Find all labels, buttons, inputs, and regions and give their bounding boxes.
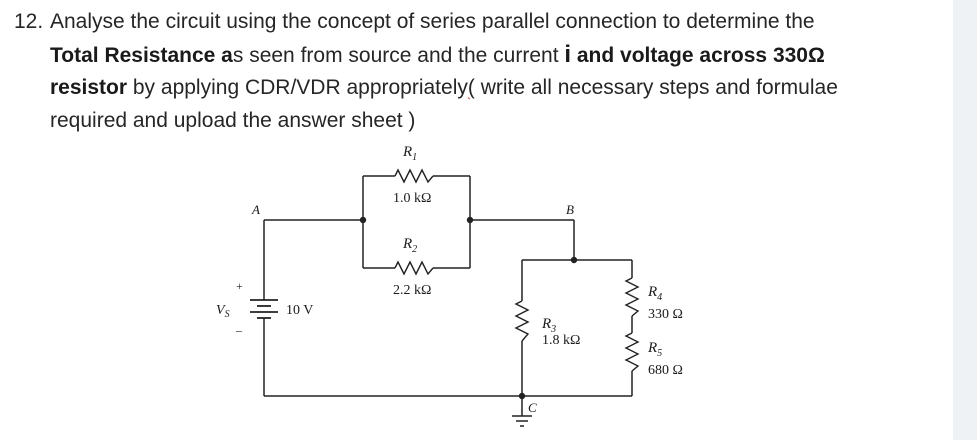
question-line-2-text: s seen from source and the current — [232, 43, 565, 67]
current-symbol: i — [564, 40, 572, 68]
source-plus-sign: + — [236, 279, 243, 293]
ground-symbol — [512, 415, 532, 427]
source-minus-sign: – — [235, 323, 243, 337]
source-label: VS — [216, 303, 230, 320]
r1-letter: R — [402, 144, 412, 160]
node-dot-r1-right — [466, 216, 474, 224]
question-line-3-text-a: by applying CDR/VDR appropriately — [127, 76, 468, 99]
r4-subscript: 4 — [657, 292, 662, 303]
source-letter: V — [216, 303, 226, 318]
resistor-word: resistor — [50, 76, 128, 99]
question-text: 12. Analyse the circuit using the concept… — [14, 6, 944, 137]
r5-value: 680 Ω — [648, 363, 683, 378]
r1-value: 1.0 kΩ — [393, 191, 431, 206]
node-label-b: B — [566, 202, 574, 217]
source-subscript: S — [225, 309, 230, 320]
r1-subscript: 1 — [412, 152, 417, 163]
question-line-3-text-b: write all necessary steps and formulae — [474, 76, 838, 99]
r4-label: R4 — [647, 284, 662, 303]
voltage-source-symbol — [250, 298, 278, 324]
r2-label: R2 — [402, 236, 417, 255]
r5-letter: R — [647, 340, 657, 356]
node-dot-r1-left — [359, 216, 367, 224]
total-resistance-phrase: Total Resistance a — [50, 43, 233, 67]
r2-letter: R — [402, 236, 412, 252]
r5-label: R5 — [647, 340, 662, 359]
node-dot-b — [570, 256, 578, 264]
question-line-4: required and upload the answer sheet ) — [14, 105, 944, 138]
r3-label: R3 — [541, 316, 556, 335]
question-number: 12. — [14, 10, 44, 33]
r2-value: 2.2 kΩ — [393, 283, 431, 298]
spellcheck-mark: ( — [467, 76, 475, 99]
r3-value: 1.8 kΩ — [542, 333, 580, 348]
r3-subscript: 3 — [550, 324, 556, 335]
voltage-across-phrase: and voltage across 330Ω — [571, 43, 825, 67]
question-line-3: resistor by applying CDR/VDR appropriate… — [14, 72, 944, 105]
node-label-c: C — [528, 400, 537, 415]
circuit-wires — [263, 175, 633, 416]
r2-subscript: 2 — [412, 244, 417, 255]
resistor-r2-zigzag — [394, 260, 434, 276]
right-panel-strip — [953, 0, 977, 440]
question-line-1-text: Analyse the circuit using the concept of… — [50, 10, 815, 33]
resistor-r3-zigzag — [514, 300, 530, 342]
node-dot-c — [518, 392, 526, 400]
resistor-r1-zigzag — [394, 168, 434, 184]
r4-letter: R — [647, 284, 657, 300]
source-value: 10 V — [286, 303, 313, 318]
r4-value: 330 Ω — [648, 307, 683, 322]
question-line-1: 12. Analyse the circuit using the concept… — [14, 6, 944, 39]
r1-label: R1 — [402, 144, 417, 163]
r5-subscript: 5 — [657, 348, 662, 359]
resistor-r5-zigzag — [624, 332, 640, 372]
node-label-a: A — [251, 202, 260, 217]
r3-letter: R — [541, 316, 551, 332]
circuit-diagram: A B C VS 10 V + – R1 1.0 kΩ R2 2.2 kΩ R3… — [216, 144, 683, 427]
question-line-2: Total Resistance as seen from source and… — [14, 39, 944, 73]
question-line-4-text: required and upload the answer sheet ) — [50, 108, 416, 132]
resistor-r4-zigzag — [624, 277, 640, 317]
